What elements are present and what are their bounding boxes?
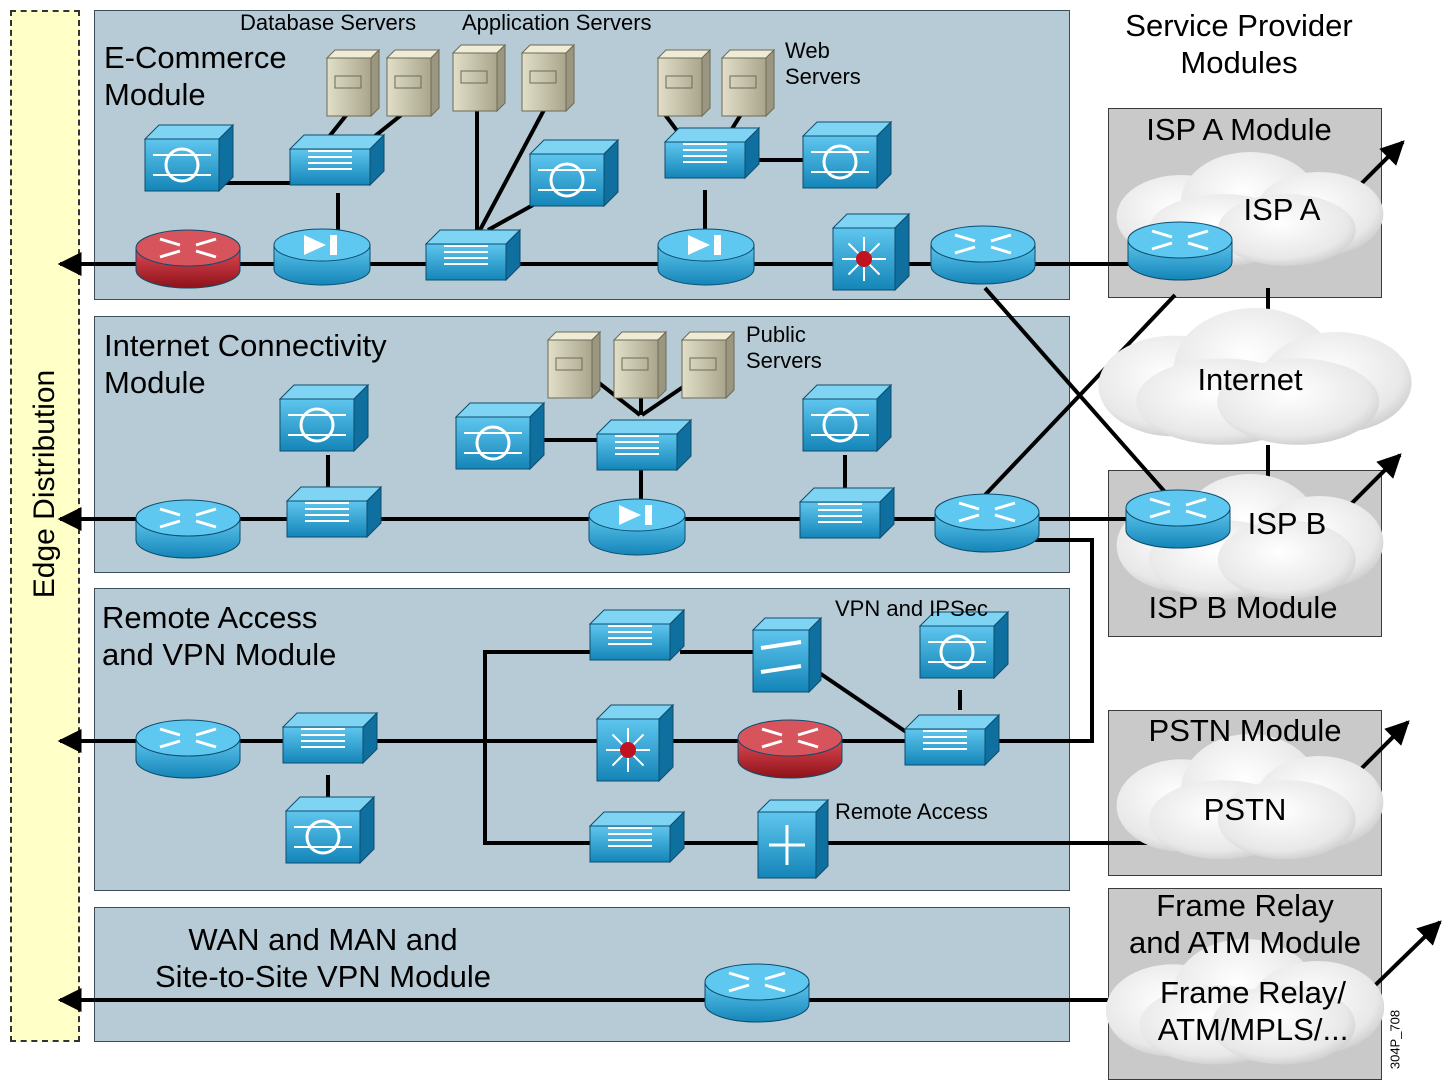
- link: [478, 107, 547, 231]
- router-icon: [135, 499, 241, 559]
- application-servers-label: Application Servers: [462, 10, 652, 35]
- l3-switch-icon: [831, 212, 911, 292]
- server-icon: [612, 330, 668, 400]
- remote-access-label: Remote Access: [835, 799, 988, 824]
- server-icon: [656, 48, 712, 118]
- switch-icon: [903, 713, 1001, 767]
- isp-b-module-label: ISP B Module: [1148, 590, 1338, 625]
- server-icon: [325, 48, 381, 118]
- firewall-icon: [278, 383, 370, 453]
- internet-cloud-label: Internet: [1197, 362, 1303, 397]
- switch-icon: [588, 608, 686, 662]
- wan-title: WAN and MAN and Site-to-Site VPN Module: [155, 922, 491, 994]
- firewall-icon: [454, 401, 546, 471]
- content-engine-icon: [657, 228, 755, 286]
- pstn-module-label: PSTN Module: [1148, 713, 1342, 748]
- wan-man-module: [94, 907, 1070, 1042]
- figure-id: 304P_708: [1387, 1009, 1403, 1070]
- firewall-icon: [801, 120, 893, 190]
- router-icon: [1127, 221, 1233, 281]
- remote-access-title: Remote Access and VPN Module: [102, 600, 337, 672]
- server-icon: [385, 48, 441, 118]
- internet-cloud-icon: [1098, 308, 1412, 445]
- link-remote-loop: [483, 650, 605, 845]
- router-icon: [704, 963, 810, 1023]
- switch-icon: [798, 486, 896, 540]
- content-engine-icon: [588, 498, 686, 556]
- router-icon: [135, 719, 241, 779]
- public-servers-label: Public Servers: [746, 322, 822, 373]
- access-server-icon: [756, 798, 830, 880]
- service-provider-title: Service Provider Modules: [1125, 8, 1353, 80]
- link-internet-to-remote: [998, 538, 1094, 743]
- web-servers-label: Web Servers: [785, 38, 861, 89]
- content-engine-icon: [273, 228, 371, 286]
- frame-relay-module-label: Frame Relay and ATM Module: [1128, 888, 1362, 960]
- firewall-icon: [918, 610, 1010, 680]
- server-icon: [546, 330, 602, 400]
- firewall-router-icon: [737, 719, 843, 779]
- pstn-cloud-icon: [1116, 734, 1384, 860]
- arrow-isp-b-out: [1343, 453, 1402, 512]
- switch-icon: [595, 418, 693, 472]
- firewall-icon: [801, 383, 893, 453]
- internet-connectivity-title: Internet Connectivity Module: [104, 328, 387, 400]
- isp-a-cloud-label: ISP A: [1243, 192, 1321, 227]
- router-icon: [1125, 489, 1231, 549]
- vpn-concentrator-icon: [751, 616, 823, 694]
- switch-icon: [285, 485, 383, 539]
- frame-relay-cloud-icon: [1105, 939, 1385, 1065]
- link-internet-isp-a: [983, 293, 1177, 497]
- ecommerce-title: E-Commerce Module: [104, 40, 287, 112]
- frame-relay-cloud-label: Frame Relay/ ATM/MPLS/...: [1157, 975, 1349, 1047]
- router-icon: [934, 493, 1040, 553]
- router-icon: [930, 225, 1036, 285]
- server-icon: [451, 43, 507, 113]
- firewall-router-icon: [135, 229, 241, 289]
- switch-icon: [588, 810, 686, 864]
- pstn-cloud-label: PSTN: [1203, 792, 1287, 827]
- link: [816, 670, 920, 742]
- firewall-icon: [284, 795, 376, 865]
- firewall-icon: [143, 123, 235, 193]
- switch-icon: [288, 133, 386, 187]
- switch-icon: [281, 711, 379, 765]
- firewall-icon: [528, 138, 620, 208]
- isp-a-module-label: ISP A Module: [1146, 112, 1332, 147]
- database-servers-label: Database Servers: [240, 10, 417, 35]
- switch-icon: [663, 126, 761, 180]
- switch-icon: [424, 228, 522, 282]
- server-icon: [680, 330, 736, 400]
- server-icon: [520, 43, 576, 113]
- l3-switch-icon: [595, 703, 675, 783]
- isp-b-cloud-label: ISP B: [1247, 506, 1327, 541]
- server-icon: [720, 48, 776, 118]
- vpn-ipsec-label: VPN and IPSec: [835, 596, 988, 621]
